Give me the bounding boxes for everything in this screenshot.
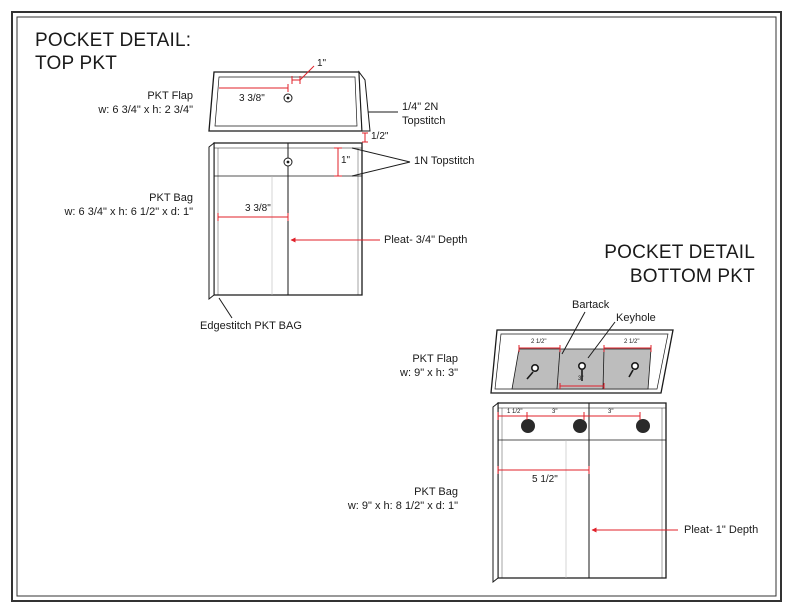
bottom-keyhole-label: Keyhole xyxy=(616,312,656,324)
bottom-title-line1: POCKET DETAIL xyxy=(604,242,755,263)
top-dim-button: 1" xyxy=(317,58,327,69)
top-bag-dims: w: 6 3/4" x h: 6 1/2" x d: 1" xyxy=(64,206,193,218)
bottom-dim-bag-half: 5 1/2" xyxy=(532,474,558,485)
bottom-bag-button-icon xyxy=(521,419,650,433)
top-flap-dims: w: 6 3/4" x h: 2 3/4" xyxy=(98,104,193,116)
bottom-dim-left: 2 1/2" xyxy=(531,339,547,345)
top-dim-bag-width: 3 3/8" xyxy=(245,203,271,214)
top-dim-flap-width: 3 3/8" xyxy=(239,93,265,104)
bottom-pocket-bag xyxy=(492,401,667,584)
bottom-title-line2: BOTTOM PKT xyxy=(629,266,755,287)
top-pleat-label: Pleat- 3/4" Depth xyxy=(384,234,468,246)
top-dim-gap: 1/2" xyxy=(371,131,389,142)
bottom-dim-b1: 1 1/2" xyxy=(507,409,523,415)
top-topstitch-2n-line2: Topstitch xyxy=(402,115,446,127)
top-bag-label: PKT Bag xyxy=(149,192,193,204)
bottom-bartack-label: Bartack xyxy=(572,299,610,311)
bottom-flap-dims xyxy=(518,345,652,389)
top-flap-topstitch-side xyxy=(358,70,371,132)
top-title-line1: POCKET DETAIL: xyxy=(35,30,192,51)
bottom-dim-b3: 3" xyxy=(608,409,614,415)
top-title-line2: TOP PKT xyxy=(35,53,118,74)
bottom-dim-b2: 3" xyxy=(552,409,558,415)
top-topstitch-1n: 1N Topstitch xyxy=(414,155,475,167)
top-dim-lines xyxy=(217,65,380,243)
bottom-bag-label: PKT Bag xyxy=(414,486,458,498)
bottom-dim-right: 2 1/2" xyxy=(624,339,640,345)
bottom-flap-dims: w: 9" x h: 3" xyxy=(400,367,458,379)
top-dim-band: 1" xyxy=(341,155,351,166)
bottom-pleat-label: Pleat- 1" Depth xyxy=(684,524,759,536)
bottom-flap-label: PKT Flap xyxy=(412,353,458,365)
top-callout-lines xyxy=(218,111,411,319)
inner-frame xyxy=(16,16,777,597)
keyhole-icon xyxy=(526,361,639,381)
outer-frame xyxy=(11,11,782,602)
bottom-callout-lines xyxy=(561,311,616,359)
bottom-dim-mid: 3" xyxy=(578,376,584,382)
bottom-bag-dims xyxy=(497,412,678,533)
bottom-bag-dims: w: 9" x h: 8 1/2" x d: 1" xyxy=(347,500,458,512)
top-flap-label: PKT Flap xyxy=(147,90,193,102)
top-pocket-bag xyxy=(208,141,363,301)
top-topstitch-2n-line1: 1/4" 2N xyxy=(402,101,439,113)
top-edgestitch-label: Edgestitch PKT BAG xyxy=(200,320,302,332)
